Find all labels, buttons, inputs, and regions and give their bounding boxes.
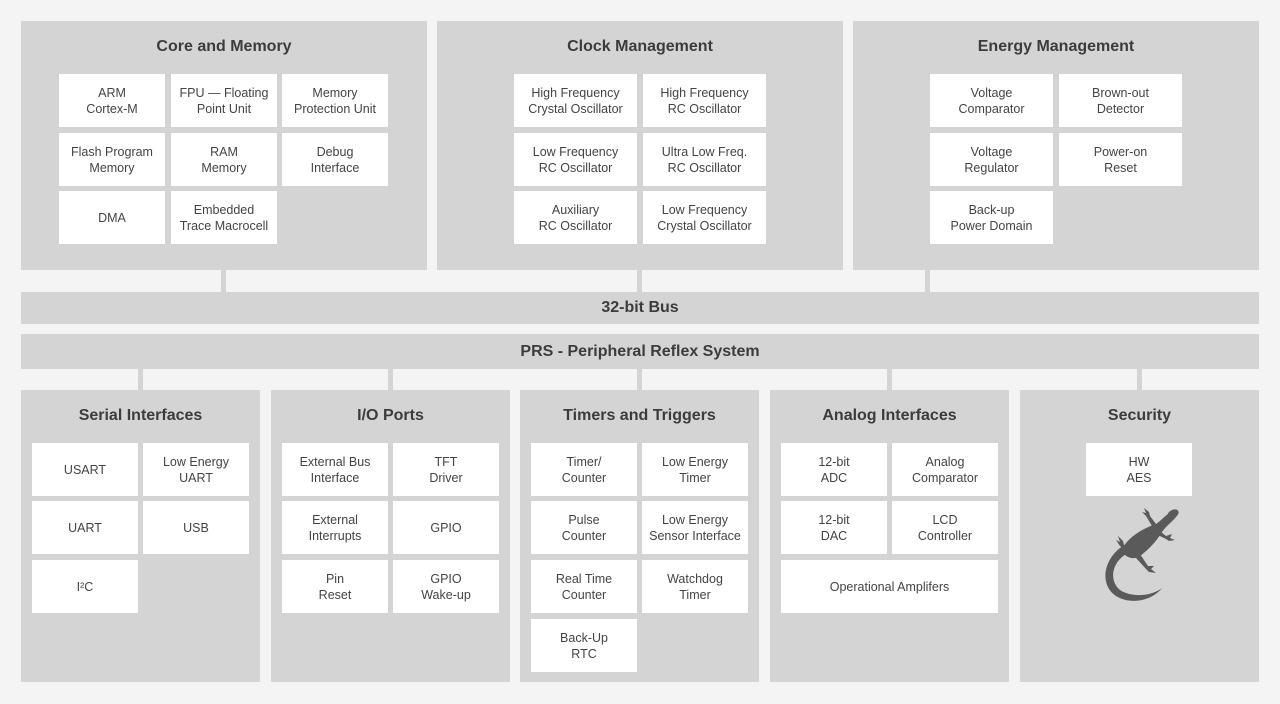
block-opamps: Operational Amplifers: [781, 560, 998, 613]
io-title: I/O Ports: [357, 407, 424, 424]
block-lcd: LCD Controller: [892, 501, 998, 554]
block-lfrco: Low Frequency RC Oscillator: [514, 133, 637, 186]
gecko-logo-icon: [1105, 508, 1179, 601]
block-pin-reset: Pin Reset: [282, 560, 388, 613]
block-etm: Embedded Trace Macrocell: [171, 191, 277, 244]
clock-title: Clock Management: [567, 38, 713, 55]
block-rtc: Real Time Counter: [531, 560, 637, 613]
energy-title: Energy Management: [977, 38, 1135, 55]
block-hfxo: High Frequency Crystal Oscillator: [514, 74, 637, 127]
core-memory-panel: Core and Memory ARM Cortex-M FPU — Float…: [21, 21, 427, 270]
block-leuart: Low Energy UART: [143, 443, 249, 496]
connector-clock-bus: [637, 270, 642, 292]
block-lfxo: Low Frequency Crystal Oscillator: [643, 191, 766, 244]
block-pulse-counter: Pulse Counter: [531, 501, 637, 554]
connector-prs-analog: [887, 369, 892, 390]
block-adc: 12-bit ADC: [781, 443, 887, 496]
block-i2c: I²C: [32, 560, 138, 613]
block-lesense: Low Energy Sensor Interface: [642, 501, 748, 554]
block-auxhfrco: Auxiliary RC Oscillator: [514, 191, 637, 244]
analog-panel: Analog Interfaces 12-bit ADC Analog Comp…: [770, 390, 1009, 682]
block-hfrco: High Frequency RC Oscillator: [643, 74, 766, 127]
block-usb: USB: [143, 501, 249, 554]
block-ulfrco: Ultra Low Freq. RC Oscillator: [643, 133, 766, 186]
connector-prs-timers: [637, 369, 642, 390]
block-backup-rtc: Back-Up RTC: [531, 619, 637, 672]
bus-32bit: 32-bit Bus: [21, 292, 1259, 324]
block-acmp: Analog Comparator: [892, 443, 998, 496]
block-ext-interrupts: External Interrupts: [282, 501, 388, 554]
block-fpu: FPU — Floating Point Unit: [171, 74, 277, 127]
block-tft: TFT Driver: [393, 443, 499, 496]
connector-prs-security: [1137, 369, 1142, 390]
block-flash: Flash Program Memory: [59, 133, 165, 186]
block-timer-counter: Timer/ Counter: [531, 443, 637, 496]
block-ram: RAM Memory: [171, 133, 277, 186]
block-uart: UART: [32, 501, 138, 554]
io-panel: I/O Ports External Bus Interface TFT Dri…: [271, 390, 510, 682]
serial-panel: Serial Interfaces USART Low Energy UART …: [21, 390, 260, 682]
security-title: Security: [1107, 407, 1172, 424]
connector-energy-bus: [925, 270, 930, 292]
clock-panel: Clock Management High Frequency Crystal …: [437, 21, 843, 270]
block-vreg: Voltage Regulator: [930, 133, 1053, 186]
security-panel: Security HW AES: [1020, 390, 1259, 682]
block-usart: USART: [32, 443, 138, 496]
block-aes: HW AES: [1086, 443, 1192, 496]
analog-title: Analog Interfaces: [822, 407, 957, 424]
block-vcmp: Voltage Comparator: [930, 74, 1053, 127]
timers-panel: Timers and Triggers Timer/ Counter Low E…: [520, 390, 759, 682]
timers-title: Timers and Triggers: [563, 407, 716, 424]
block-bod: Brown-out Detector: [1059, 74, 1182, 127]
block-ebi: External Bus Interface: [282, 443, 388, 496]
serial-title: Serial Interfaces: [78, 407, 203, 424]
prs-bar: PRS - Peripheral Reflex System: [21, 334, 1259, 369]
block-debug: Debug Interface: [282, 133, 388, 186]
block-arm-cortex: ARM Cortex-M: [59, 74, 165, 127]
block-gpio-wakeup: GPIO Wake-up: [393, 560, 499, 613]
core-memory-title: Core and Memory: [156, 38, 292, 55]
block-watchdog: Watchdog Timer: [642, 560, 748, 613]
block-letimer: Low Energy Timer: [642, 443, 748, 496]
block-dac: 12-bit DAC: [781, 501, 887, 554]
block-backup-domain: Back-up Power Domain: [930, 191, 1053, 244]
energy-panel: Energy Management Voltage Comparator Bro…: [853, 21, 1259, 270]
connector-prs-io: [388, 369, 393, 390]
block-dma: DMA: [59, 191, 165, 244]
block-por: Power-on Reset: [1059, 133, 1182, 186]
connector-core-bus: [221, 270, 226, 292]
block-gpio: GPIO: [393, 501, 499, 554]
block-mpu: Memory Protection Unit: [282, 74, 388, 127]
connector-prs-serial: [138, 369, 143, 390]
